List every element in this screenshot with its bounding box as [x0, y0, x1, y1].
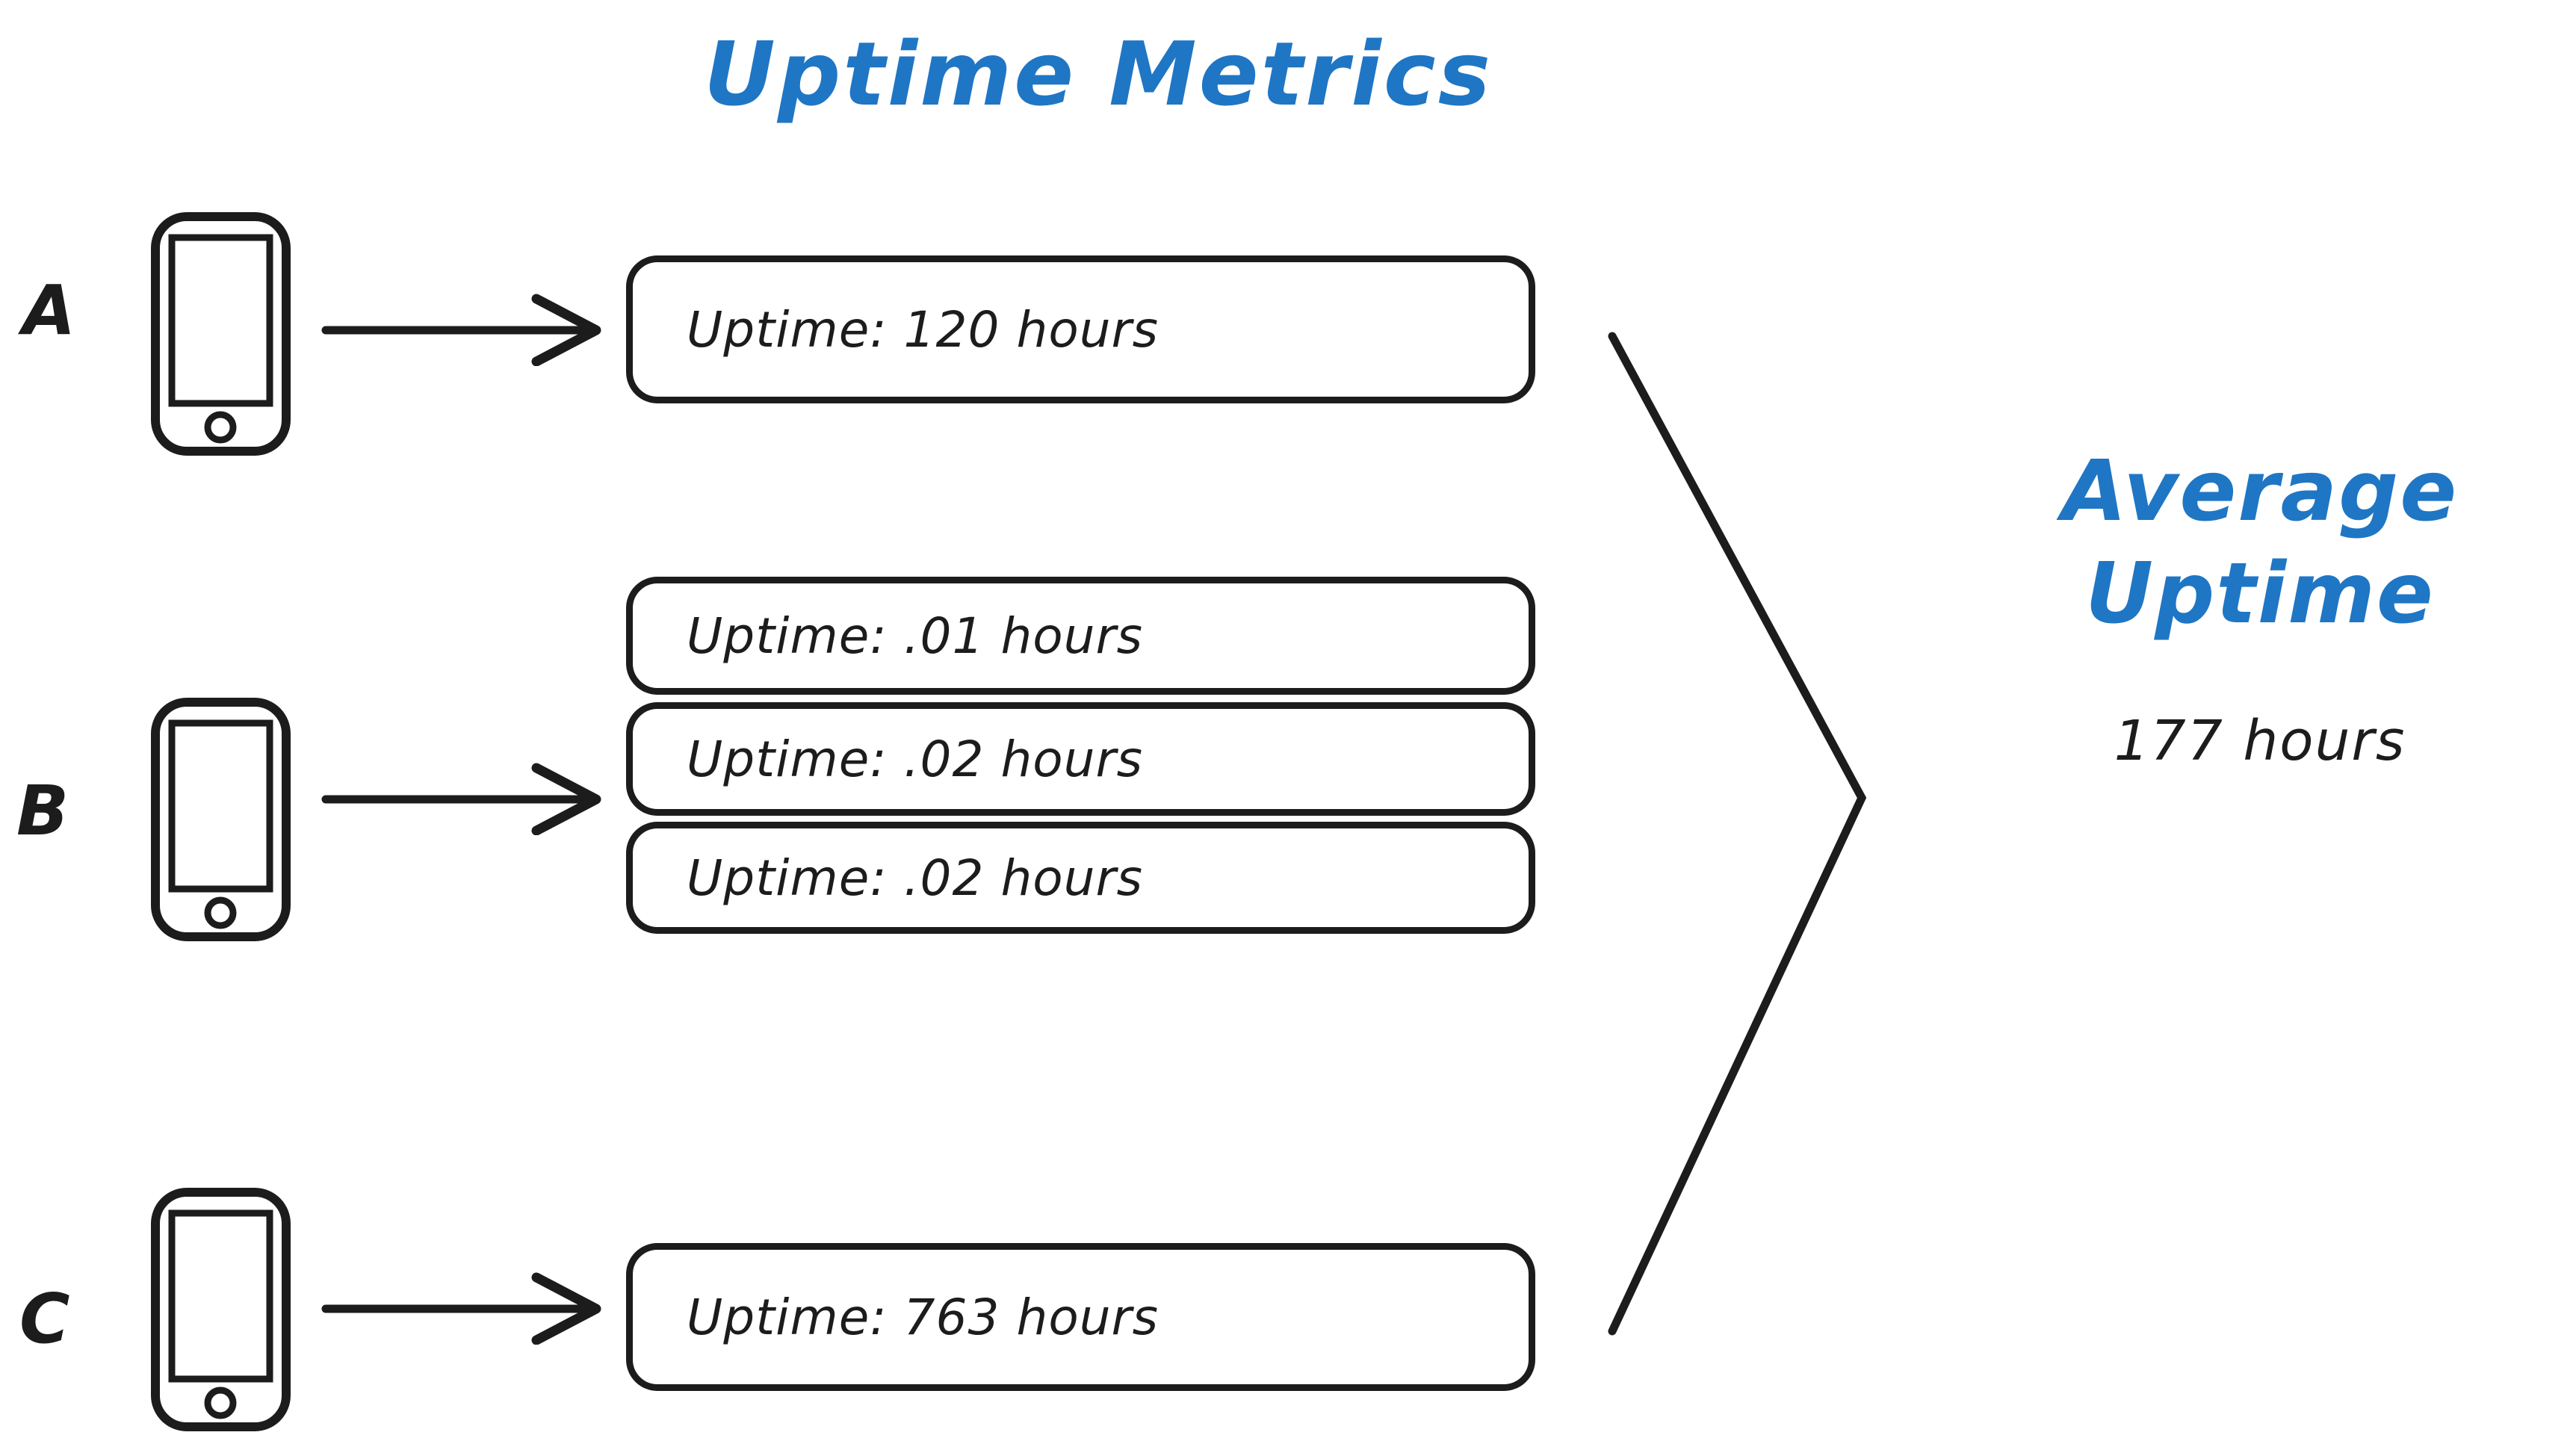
message-box[interactable]: Uptime: .02 hours: [626, 822, 1535, 934]
group-label-c: C: [19, 1279, 71, 1359]
phone-icon: [151, 1188, 291, 1431]
message-text: Uptime: .01 hours: [687, 607, 1144, 665]
message-box[interactable]: Uptime: 763 hours: [626, 1243, 1535, 1391]
result-title-line-2: Uptime: [2085, 545, 2435, 642]
chevron-right-icon: [1608, 332, 1867, 1336]
message-text: Uptime: 120 hours: [687, 300, 1159, 359]
result-block: Average Uptime 177 hours: [1950, 441, 2570, 773]
result-title-line-1: Average: [2061, 443, 2459, 540]
arrow-right-icon: [321, 763, 601, 835]
phone-icon: [151, 212, 291, 456]
message-box[interactable]: Uptime: .01 hours: [626, 577, 1535, 695]
group-label-a: A: [22, 270, 76, 350]
message-box[interactable]: Uptime: 120 hours: [626, 255, 1535, 403]
phone-icon: [151, 698, 291, 941]
arrow-right-icon: [321, 1272, 601, 1345]
arrow-right-icon: [321, 294, 601, 366]
message-text: Uptime: .02 hours: [687, 730, 1144, 788]
result-value: 177 hours: [2114, 709, 2406, 774]
message-text: Uptime: 763 hours: [687, 1288, 1159, 1346]
group-label-b: B: [16, 771, 69, 851]
result-title: Average Uptime: [1950, 441, 2570, 645]
message-box[interactable]: Uptime: .02 hours: [626, 702, 1535, 816]
message-text: Uptime: .02 hours: [687, 849, 1144, 907]
page-title: Uptime Metrics: [704, 22, 1493, 126]
